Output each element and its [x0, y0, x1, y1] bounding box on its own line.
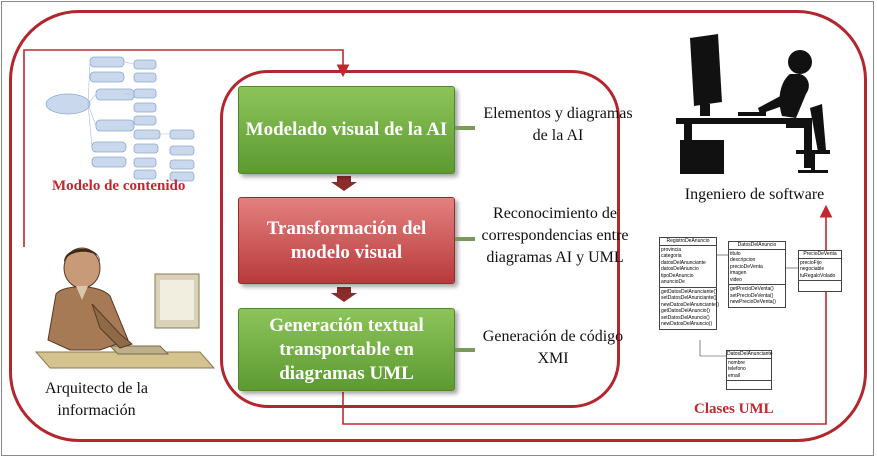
uml-class-name: RegistroDeAnuncio	[660, 238, 716, 246]
step-arrow-1	[331, 176, 357, 191]
uml-ops: getDatosDelAnunciante() setDatosDelAnunc…	[660, 288, 720, 329]
uml-attrs: provincia categoria datosDelAnunciante d…	[660, 246, 716, 288]
uml-attr: negociable	[800, 266, 825, 272]
uml-ops: getPrecioDeVenta() setPrecioDeVenta() ne…	[729, 285, 785, 307]
step-textual-generation: Generación textual transportable en diag…	[238, 308, 455, 391]
step-visual-modeling: Modelado visual de la AI	[238, 86, 455, 174]
uml-class-datos-anunciante: DatosDelAnunciante nombre telefono email	[726, 350, 773, 390]
uml-op: getPrecioDeVenta()	[730, 286, 774, 292]
outer-process-border	[9, 10, 867, 442]
output-connector-3	[455, 348, 475, 352]
uml-attr: titulo	[730, 250, 741, 257]
info-architect-label: Arquitecto de la información	[44, 380, 149, 419]
uml-attr: precioDeVenta	[730, 263, 763, 270]
output-elements-diagrams: Elementos y diagramas de la AI	[483, 105, 633, 144]
step-visual-modeling-label: Modelado visual de la AI	[245, 119, 448, 140]
uml-class-datos-anuncio: DatosDelAnuncio titulo descripcion preci…	[728, 241, 786, 308]
uml-class-name: DatosDelAnunciante	[727, 351, 773, 359]
uml-attr: imagen	[730, 270, 747, 276]
uml-op: getDatosDelAnunciante()	[661, 288, 717, 295]
uml-op: newDatosDelAnunciante()	[661, 301, 720, 308]
output-xmi: Generación de código XMI	[482, 328, 624, 367]
step-textual-generation-label: Generación textual transportable en diag…	[269, 314, 424, 384]
uml-attr: anuncioDe	[661, 279, 685, 285]
uml-attr: nombre	[728, 359, 745, 366]
uml-op: newPrecioDeVenta()	[730, 299, 776, 305]
uml-op: setDatosDelAnunciante()	[661, 295, 717, 301]
uml-class-registro: RegistroDeAnuncio provincia categoria da…	[659, 237, 720, 330]
uml-ops	[727, 381, 771, 389]
uml-attr: descripcion	[730, 257, 756, 263]
uml-op: getDatosDelAnuncio()	[661, 308, 710, 314]
uml-ops	[799, 281, 841, 291]
output-connector-1	[455, 126, 475, 130]
inner-process-border	[220, 70, 620, 408]
uml-attrs: nombre telefono email	[727, 359, 771, 381]
step-transformation-label: Transformación del modelo visual	[266, 217, 427, 263]
step-transformation: Transformación del modelo visual	[238, 197, 455, 284]
uml-attr: provincia	[661, 246, 682, 253]
output-correspondence: Reconocimiento de correspondencias entre…	[481, 205, 629, 266]
uml-attr: tuRegaloVolado	[800, 272, 836, 279]
uml-attr: datosDelAnunciante	[661, 259, 706, 266]
uml-attr: categoria	[661, 253, 682, 259]
architect-to-process-arrow	[23, 49, 350, 247]
uml-attr: video	[730, 276, 742, 283]
step-arrow-2	[331, 287, 357, 302]
uml-classes-label: Clases UML	[694, 401, 774, 417]
uml-class-name: PrecioDeVenta	[799, 251, 841, 259]
process-to-engineer-arrow	[342, 204, 833, 425]
software-engineer-label: Ingeniero de software	[684, 186, 825, 203]
uml-attrs: titulo descripcion precioDeVenta imagen …	[729, 250, 785, 285]
uml-attr: telefono	[728, 366, 746, 372]
uml-op: newDatosDelAnuncio()	[661, 321, 713, 327]
uml-attr: precioFijo	[800, 259, 822, 266]
uml-class-name: DatosDelAnuncio	[729, 242, 785, 250]
uml-op: setPrecioDeVenta()	[730, 292, 774, 299]
uml-op: setDatosDelAnuncio()	[661, 314, 710, 321]
uml-attr: email	[728, 372, 740, 379]
uml-class-precio: PrecioDeVenta precioFijo negociable tuRe…	[798, 250, 842, 292]
content-model-label: Modelo de contenido	[52, 178, 186, 194]
uml-attr: tipoDeAnuncio	[661, 272, 694, 279]
uml-attr: datosDelAnuncio	[661, 266, 699, 272]
uml-attrs: precioFijo negociable tuRegaloVolado	[799, 259, 841, 281]
output-connector-2	[455, 237, 475, 241]
